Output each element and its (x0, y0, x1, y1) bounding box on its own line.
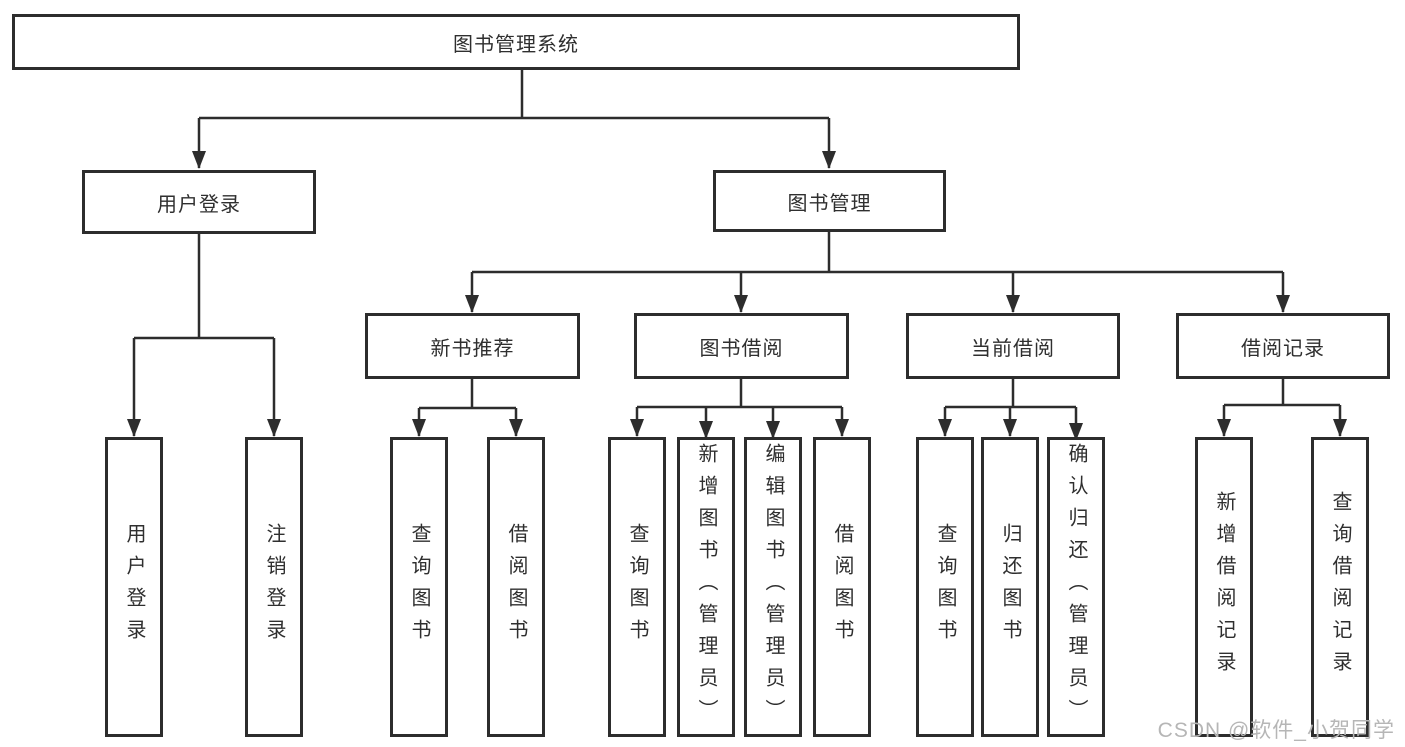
leaf-current-confirm-return-admin: 确认归还（管理员） (1047, 437, 1105, 737)
leaf-user-login-label: 用户登录 (123, 523, 145, 651)
leaf-borrowing-borrow-books: 借阅图书 (813, 437, 871, 737)
node-current-borrowing-label: 当前借阅 (971, 337, 1055, 360)
leaf-records-add-borrow-record: 新增借阅记录 (1195, 437, 1253, 737)
leaf-logout-login: 注销登录 (245, 437, 303, 737)
node-new-book-recommendation-label: 新书推荐 (430, 337, 515, 360)
node-borrowing-records-label: 借阅记录 (1241, 337, 1325, 360)
leaf-records-add-borrow-record-label: 新增借阅记录 (1213, 491, 1235, 683)
leaf-user-login: 用户登录 (105, 437, 163, 737)
node-book-management-label: 图书管理 (787, 192, 872, 215)
leaf-newbook-borrow-books-label: 借阅图书 (505, 523, 527, 651)
watermark-text: CSDN @软件_小贺同学 (1157, 719, 1395, 742)
node-root-label: 图书管理系统 (453, 33, 579, 56)
leaf-borrowing-add-books-admin-label: 新增图书（管理员） (695, 443, 717, 731)
leaf-borrowing-query-books: 查询图书 (608, 437, 666, 737)
leaf-borrowing-borrow-books-label: 借阅图书 (831, 523, 853, 651)
leaf-newbook-borrow-books: 借阅图书 (487, 437, 545, 737)
node-book-borrowing-label: 图书借阅 (699, 337, 784, 360)
leaf-borrowing-add-books-admin: 新增图书（管理员） (677, 437, 735, 737)
leaf-borrowing-edit-books-admin: 编辑图书（管理员） (744, 437, 802, 737)
leaf-current-return-books-label: 归还图书 (999, 523, 1021, 651)
node-user-login-label: 用户登录 (157, 193, 241, 216)
leaf-newbook-query-books-label: 查询图书 (408, 523, 430, 651)
leaf-current-query-books: 查询图书 (916, 437, 974, 737)
node-new-book-recommendation: 新书推荐 (365, 313, 580, 379)
leaf-records-query-borrow-record: 查询借阅记录 (1311, 437, 1369, 737)
node-book-management: 图书管理 (713, 170, 946, 232)
leaf-borrowing-edit-books-admin-label: 编辑图书（管理员） (762, 443, 784, 731)
leaf-newbook-query-books: 查询图书 (390, 437, 448, 737)
node-current-borrowing: 当前借阅 (906, 313, 1120, 379)
leaf-current-query-books-label: 查询图书 (934, 523, 956, 651)
leaf-records-query-borrow-record-label: 查询借阅记录 (1329, 491, 1351, 683)
node-user-login: 用户登录 (82, 170, 316, 234)
leaf-current-return-books: 归还图书 (981, 437, 1039, 737)
node-root: 图书管理系统 (12, 14, 1020, 70)
leaf-current-confirm-return-admin-label: 确认归还（管理员） (1065, 443, 1087, 731)
node-book-borrowing: 图书借阅 (634, 313, 849, 379)
leaf-borrowing-query-books-label: 查询图书 (626, 523, 648, 651)
leaf-logout-login-label: 注销登录 (263, 523, 285, 651)
node-borrowing-records: 借阅记录 (1176, 313, 1390, 379)
